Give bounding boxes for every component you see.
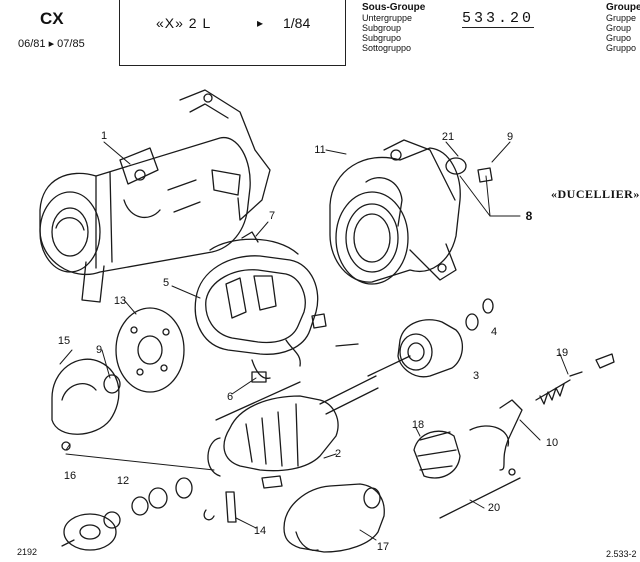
- since-date: 1/84: [283, 15, 311, 31]
- subgroup-labels: Sous-Groupe Untergruppe Subgroup Subgrup…: [362, 2, 426, 54]
- callout-8: 8: [525, 209, 533, 223]
- drive-pinion-drawing: [397, 298, 494, 378]
- callout-9-upper: 9: [506, 131, 514, 143]
- callout-13: 13: [113, 295, 127, 307]
- end-plate-drawing: [115, 307, 185, 393]
- engine-box: «X» 2 L ▸ 1/84: [119, 0, 346, 66]
- callout-16: 16: [63, 470, 77, 482]
- subgroup-label-es: Subgrupo: [362, 33, 402, 43]
- group-label-it: Gruppo: [606, 43, 637, 53]
- vehicle-model: CX: [40, 9, 64, 28]
- callout-14: 14: [253, 525, 267, 537]
- callout-19: 19: [555, 347, 569, 359]
- callout-11: 11: [314, 144, 326, 156]
- callout-1: 1: [100, 130, 108, 142]
- callout-17: 17: [376, 541, 390, 553]
- callout-4: 4: [490, 326, 498, 338]
- hardware-parts-drawing: [61, 441, 521, 551]
- leader-lines: [59, 141, 569, 541]
- callout-20: 20: [487, 502, 501, 514]
- callout-6: 6: [226, 391, 234, 403]
- callout-12: 12: [116, 475, 130, 487]
- subgroup-label-fr: Sous-Groupe: [362, 2, 426, 13]
- callout-3: 3: [472, 370, 480, 382]
- subgroup-label-de: Untergruppe: [362, 13, 413, 23]
- callout-18: 18: [411, 419, 425, 431]
- group-label-fr: Groupe: [606, 2, 640, 13]
- end-cover-drawing: [51, 358, 121, 435]
- callout-15: 15: [57, 335, 71, 347]
- group-labels: Groupe Gruppe Group Grupo Gruppo: [606, 2, 640, 54]
- starter-assembly-drawing: [39, 89, 271, 303]
- subgroup-label-en: Subgroup: [362, 23, 402, 33]
- header-bar: CX 06/81 ▸ 07/85 «X» 2 L ▸ 1/84 Sous-Gro…: [0, 0, 640, 70]
- callout-21: 21: [441, 131, 455, 143]
- field-coil-drawing: [194, 231, 327, 383]
- subgroup-label-it: Sottogruppo: [362, 43, 412, 53]
- callout-7: 7: [268, 210, 276, 222]
- group-label-es: Grupo: [606, 33, 632, 43]
- production-date-range: 06/81 ▸ 07/85: [18, 38, 85, 50]
- page-reference: 2.533-2: [606, 549, 637, 559]
- figure-reference: 2192: [17, 547, 38, 557]
- callout-9-lower: 9: [95, 344, 103, 356]
- subgroup-code: 533.20: [462, 10, 535, 28]
- callout-10: 10: [545, 437, 559, 449]
- solenoid-drawing: [283, 483, 385, 553]
- drive-end-housing-drawing: [329, 139, 493, 285]
- engine-type: «X» 2 L: [156, 15, 212, 31]
- manufacturer-brand: «DUCELLIER»: [551, 187, 640, 201]
- callout-5: 5: [162, 277, 170, 289]
- group-label-de: Gruppe: [606, 13, 637, 23]
- switch-contact-drawing: [413, 430, 461, 479]
- shift-lever-drawing: [469, 353, 615, 476]
- callout-2: 2: [334, 448, 342, 460]
- since-marker: ▸: [257, 16, 264, 30]
- group-label-en: Group: [606, 23, 632, 33]
- armature-drawing: [207, 343, 411, 477]
